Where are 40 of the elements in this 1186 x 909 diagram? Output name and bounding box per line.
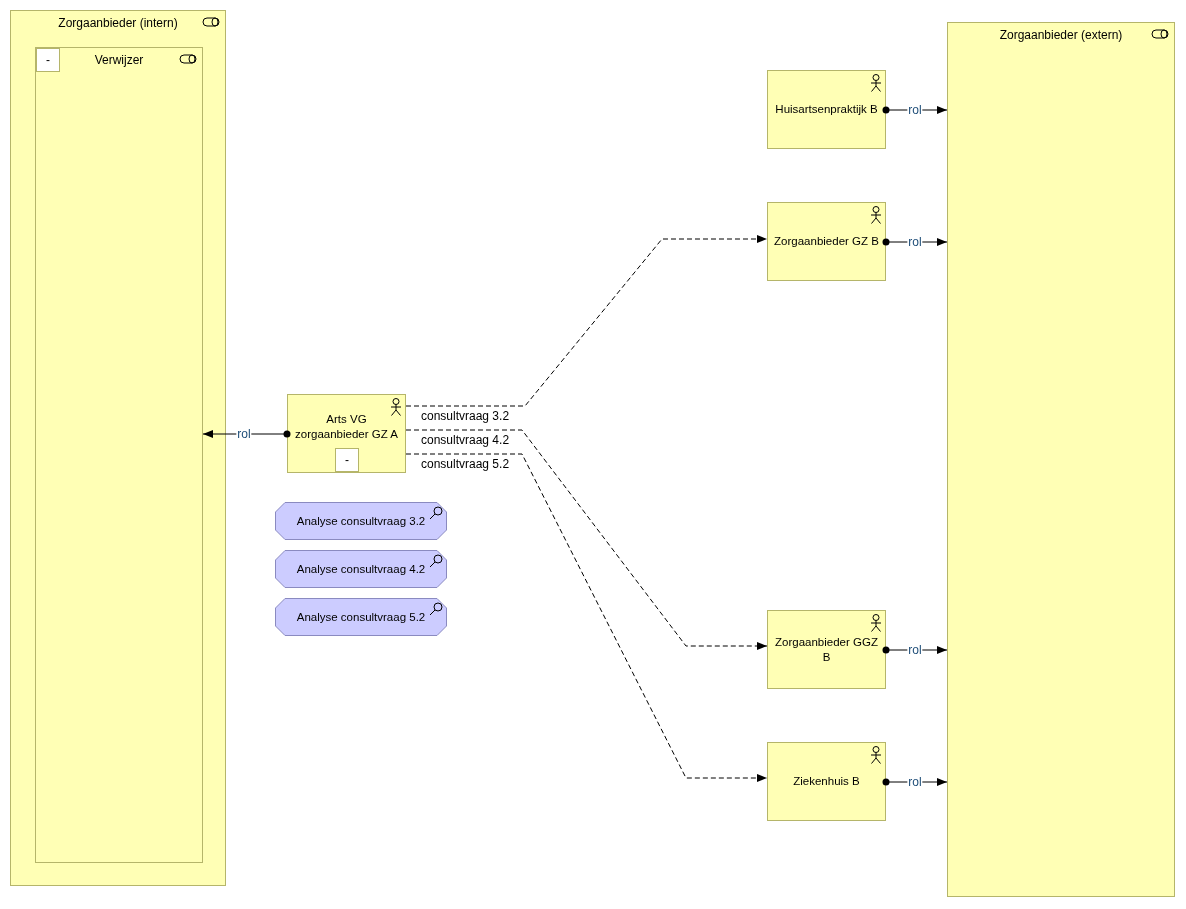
function-label: Analyse consultvraag 5.2 <box>296 609 426 625</box>
edge-label: rol <box>907 775 923 789</box>
actor-box <box>767 70 886 149</box>
group-box <box>947 22 1175 897</box>
function-label: Analyse consultvraag 3.2 <box>296 513 426 529</box>
actor-box <box>767 742 886 821</box>
actor-label: Zorgaanbieder GGZ B <box>774 634 879 665</box>
actor-box <box>767 610 886 689</box>
group-title: Zorgaanbieder (extern) <box>998 28 1124 42</box>
dashed-arrow <box>405 453 768 782</box>
actor-label: Ziekenhuis B <box>793 774 860 789</box>
function-label: Analyse consultvraag 4.2 <box>296 561 426 577</box>
edge-label: rol <box>907 103 923 117</box>
function-box <box>275 598 447 636</box>
edge-label: consultvraag 5.2 <box>420 458 511 471</box>
group-title: Verwijzer <box>93 53 145 67</box>
group-title: Zorgaanbieder (intern) <box>57 16 179 30</box>
actor-box <box>767 202 886 281</box>
actor-label: Zorgaanbieder GZ B <box>774 234 879 249</box>
assignment-arrow <box>882 106 948 114</box>
assignment-arrow <box>882 646 948 654</box>
function-box <box>275 550 447 588</box>
actor-label: Arts VG zorgaanbieder GZ A <box>294 411 399 442</box>
actor-box <box>287 394 406 473</box>
edge-label: rol <box>236 427 252 441</box>
edge-label: rol <box>907 643 923 657</box>
assignment-arrow <box>882 238 948 246</box>
function-box <box>275 502 447 540</box>
edge-label: consultvraag 4.2 <box>420 434 511 447</box>
collapse-toggle: - <box>36 48 60 72</box>
assignment-arrow <box>882 778 948 786</box>
dashed-arrow <box>405 235 768 407</box>
actor-label: Huisartsenpraktijk B <box>775 102 878 117</box>
dashed-arrow <box>405 429 768 650</box>
group-box <box>10 10 226 886</box>
group-box <box>35 47 203 863</box>
edge-label: consultvraag 3.2 <box>420 410 511 423</box>
assignment-arrow <box>202 430 291 438</box>
edge-label: rol <box>907 235 923 249</box>
collapse-toggle: - <box>335 448 359 472</box>
